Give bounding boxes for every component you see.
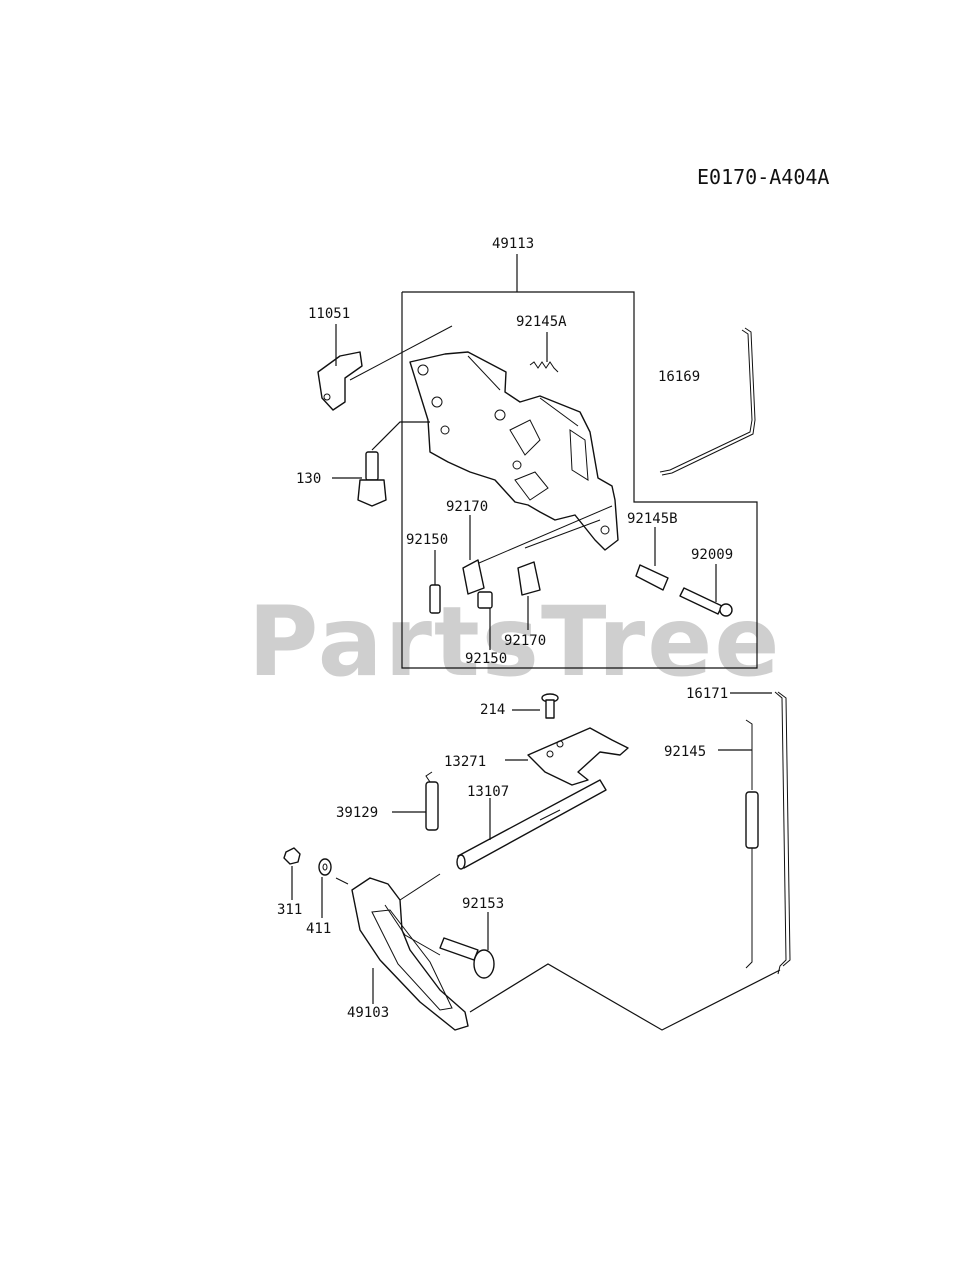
label-92170-upper: 92170 bbox=[446, 499, 488, 515]
part-13271-plate[interactable] bbox=[505, 727, 629, 786]
diagram-code: E0170-A404A bbox=[697, 165, 829, 189]
label-411: 411 bbox=[306, 921, 331, 937]
watermark: PartsTree bbox=[248, 586, 781, 698]
label-92153: 92153 bbox=[462, 896, 504, 912]
label-92145B: 92145B bbox=[627, 511, 678, 527]
label-311: 311 bbox=[277, 902, 302, 918]
part-92150-bolt-left[interactable] bbox=[429, 550, 441, 614]
label-49113: 49113 bbox=[492, 236, 534, 252]
part-92150-bolt-right[interactable] bbox=[477, 591, 493, 650]
label-39129: 39129 bbox=[336, 805, 378, 821]
part-13107-shaft[interactable] bbox=[456, 779, 607, 870]
part-92170-clip-lower[interactable] bbox=[517, 561, 541, 630]
label-49103: 49103 bbox=[347, 1005, 389, 1021]
part-11051-bracket[interactable] bbox=[317, 324, 453, 411]
part-311-nut[interactable] bbox=[283, 847, 301, 900]
label-92009: 92009 bbox=[691, 547, 733, 563]
label-92150-lower: 92150 bbox=[465, 651, 507, 667]
part-411-washer[interactable] bbox=[318, 858, 332, 918]
part-92145B-spring[interactable] bbox=[635, 527, 669, 591]
part-49103-lever[interactable] bbox=[335, 873, 469, 1031]
label-92150-upper: 92150 bbox=[406, 532, 448, 548]
part-214-screw[interactable] bbox=[512, 693, 559, 719]
label-13107: 13107 bbox=[467, 784, 509, 800]
label-92145A: 92145A bbox=[516, 314, 567, 330]
part-control-plate[interactable] bbox=[409, 351, 619, 567]
part-16169-rod[interactable] bbox=[659, 327, 756, 476]
label-11051: 11051 bbox=[308, 306, 350, 322]
label-214: 214 bbox=[480, 702, 505, 718]
part-130-bolt[interactable] bbox=[332, 421, 430, 507]
assembly-leader-lever bbox=[469, 963, 781, 1031]
label-92170-lower: 92170 bbox=[504, 633, 546, 649]
label-16171: 16171 bbox=[686, 686, 728, 702]
part-92145-spring[interactable] bbox=[718, 719, 759, 969]
label-92145: 92145 bbox=[664, 744, 706, 760]
label-16169: 16169 bbox=[658, 369, 700, 385]
part-16171-rod[interactable] bbox=[730, 691, 791, 975]
part-92145A-spring[interactable] bbox=[529, 332, 559, 373]
assembly-outline-49113 bbox=[401, 254, 758, 669]
part-92170-clip-upper[interactable] bbox=[462, 515, 485, 595]
part-39129-spring[interactable] bbox=[392, 771, 439, 831]
label-13271: 13271 bbox=[444, 754, 486, 770]
part-92153-pin[interactable] bbox=[439, 912, 495, 979]
part-92009-bolt[interactable] bbox=[679, 564, 733, 617]
label-130: 130 bbox=[296, 471, 321, 487]
